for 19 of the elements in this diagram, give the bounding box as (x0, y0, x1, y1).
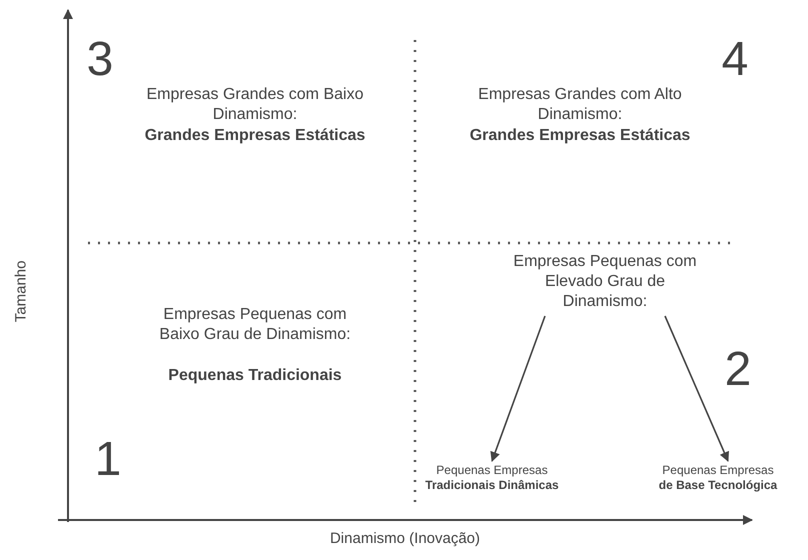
category-text: Empresas Pequenas com Elevado Grau de Dinamismo: (512, 252, 698, 312)
axis-label: Tamanho (12, 260, 31, 324)
quadrant-description: Empresas Pequenas com Baixo Grau de Dinamismo: (158, 305, 352, 345)
quadrant-number: 3 (86, 32, 114, 88)
arrow (490, 316, 546, 462)
category-text: Pequenas Empresas (435, 463, 549, 478)
quadrant-title: Pequenas Tradicionais (167, 366, 343, 386)
arrow (664, 316, 729, 462)
quadrant-description: Empresas Grandes com Baixo Dinamismo: (146, 85, 364, 125)
category-title: de Base Tecnológica (658, 478, 778, 493)
category-text: Pequenas Empresas (661, 463, 775, 478)
quadrant-number: 1 (94, 432, 122, 488)
axis-label: Dinamismo (Inovação) (328, 530, 482, 549)
quadrant-title: Grandes Empresas Estáticas (144, 126, 366, 146)
quadrant-number: 2 (724, 342, 752, 398)
category-title: Tradicionais Dinâmicas (424, 478, 560, 493)
quadrant-number: 4 (720, 32, 750, 88)
quadrant-description: Empresas Grandes com Alto Dinamismo: (477, 85, 683, 125)
quadrant-title: Grandes Empresas Estáticas (468, 126, 692, 146)
